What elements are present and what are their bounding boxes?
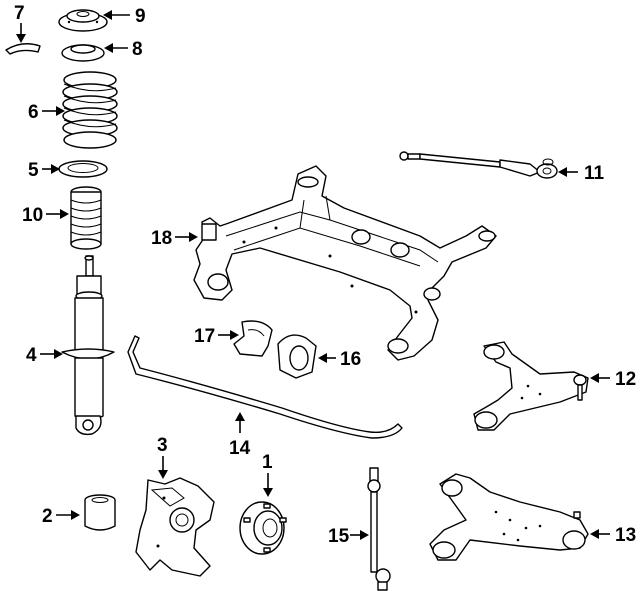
callout-9: 9 <box>103 6 146 27</box>
part-15-stabilizer-link <box>367 467 391 591</box>
callout-6: 6 <box>28 102 65 123</box>
callout-6-number: 6 <box>28 102 39 123</box>
callout-18: 18 <box>151 228 198 249</box>
part-16-bar-bushing <box>277 334 317 379</box>
part-3-knuckle <box>135 477 215 577</box>
callout-13: 13 <box>590 525 636 546</box>
callout-14: 14 <box>229 412 251 459</box>
callout-9-number: 9 <box>135 6 146 27</box>
callout-1: 1 <box>262 452 273 497</box>
callout-4: 4 <box>26 345 63 366</box>
part-5-insulator <box>58 160 108 178</box>
callout-5: 5 <box>28 160 60 181</box>
part-8-bearing <box>61 44 105 62</box>
callout-17-number: 17 <box>194 326 215 347</box>
callout-3: 3 <box>157 435 168 479</box>
part-9-upper-mount <box>58 9 108 32</box>
callout-16-number: 16 <box>340 349 361 370</box>
part-4-shock-absorber <box>61 255 115 436</box>
callout-10: 10 <box>22 205 69 226</box>
part-11-toe-link <box>399 151 558 179</box>
callout-7-number: 7 <box>14 3 25 24</box>
callout-7: 7 <box>14 3 26 43</box>
callout-8-number: 8 <box>132 39 143 60</box>
callout-15: 15 <box>328 526 369 547</box>
callout-1-number: 1 <box>262 452 273 473</box>
callout-12: 12 <box>590 369 636 390</box>
callout-13-number: 13 <box>615 525 636 546</box>
part-1-wheel-hub <box>239 501 287 555</box>
callout-11-number: 11 <box>584 163 605 184</box>
callout-2-number: 2 <box>42 506 53 527</box>
part-13-lower-control-arm <box>429 473 589 561</box>
callout-18-number: 18 <box>151 228 172 249</box>
part-7-clip <box>5 43 41 55</box>
callout-5-number: 5 <box>28 160 39 181</box>
callout-17: 17 <box>194 326 239 347</box>
part-12-upper-control-arm <box>473 341 589 431</box>
callout-12-number: 12 <box>615 369 636 390</box>
part-10-dust-boot <box>70 186 102 250</box>
callout-15-number: 15 <box>328 526 350 547</box>
callout-4-number: 4 <box>26 345 37 366</box>
callout-11: 11 <box>558 163 605 184</box>
callout-8: 8 <box>104 39 143 60</box>
part-2-bushing <box>84 494 116 531</box>
part-14-stabilizer-bar <box>127 335 403 439</box>
callout-2: 2 <box>42 506 80 527</box>
part-17-bracket <box>233 320 273 357</box>
callout-3-number: 3 <box>157 435 168 456</box>
part-18-subframe <box>193 165 497 361</box>
callout-14-number: 14 <box>229 438 251 459</box>
callout-16: 16 <box>318 349 361 370</box>
part-6-coil-spring <box>62 71 118 149</box>
callout-10-number: 10 <box>22 205 43 226</box>
